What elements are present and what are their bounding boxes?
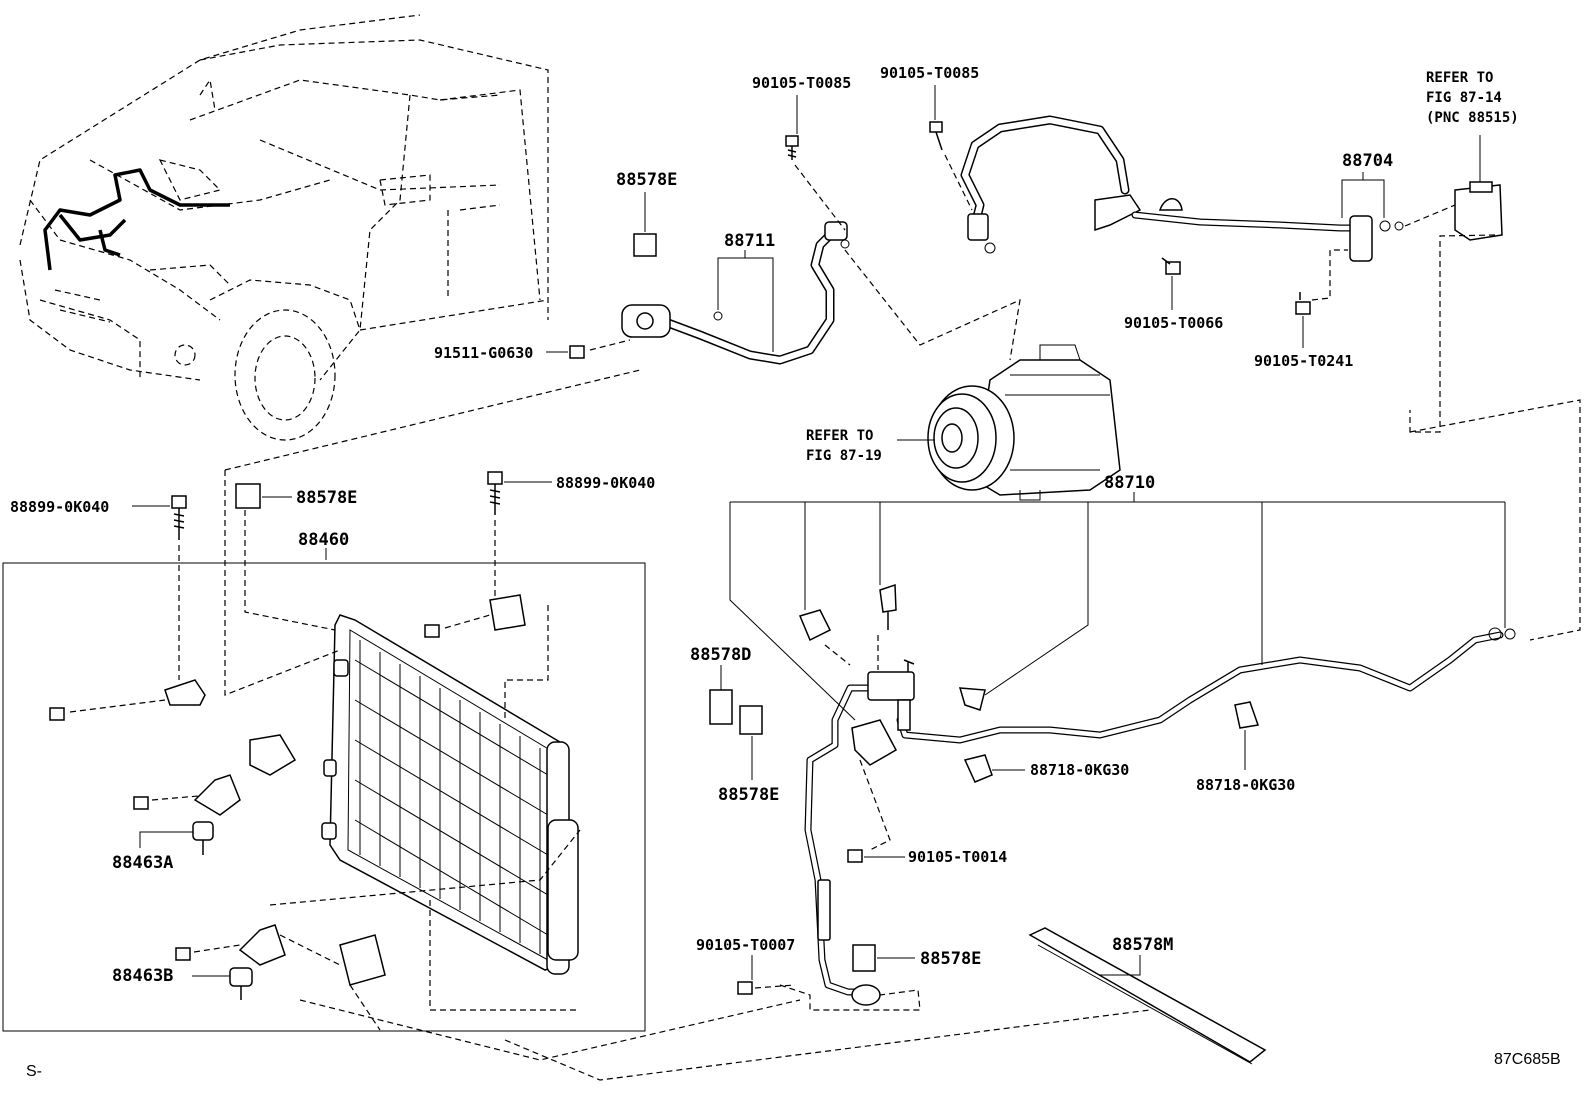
label-bolt-t0007: 90105-T0007 bbox=[696, 936, 795, 954]
label-refer-fig-87-19-2: FIG 87-19 bbox=[806, 448, 882, 464]
suction-hose bbox=[960, 115, 1404, 262]
label-clamp-88718-a: 88718-0KG30 bbox=[1030, 761, 1129, 779]
label-bolt-t0085-b: 90105-T0085 bbox=[880, 64, 979, 82]
label-condenser-88460: 88460 bbox=[298, 530, 349, 550]
label-cushion-88578d: 88578D bbox=[690, 645, 751, 665]
corner-code-right: 87C685B bbox=[1494, 1051, 1561, 1068]
discharge-hose-88711 bbox=[621, 221, 850, 365]
condenser-assembly-frame bbox=[2, 548, 646, 1032]
bolt-t0014-icon bbox=[847, 849, 905, 863]
label-refer-fig-87-14-3: (PNC 88515) bbox=[1426, 110, 1519, 126]
cushion-88578e-low-icon bbox=[739, 705, 763, 780]
label-bolt-t0014: 90105-T0014 bbox=[908, 848, 1007, 866]
label-bracket-88463b: 88463B bbox=[112, 966, 173, 986]
label-refer-fig-87-19-1: REFER TO bbox=[806, 428, 873, 444]
label-rail-88578m: 88578M bbox=[1112, 935, 1173, 955]
label-cushion-88578e-mid: 88578E bbox=[296, 488, 357, 508]
label-bolt-88899-left: 88899-0K040 bbox=[10, 498, 109, 516]
label-clamp-88718-b: 88718-0KG30 bbox=[1196, 776, 1295, 794]
label-bolt-88899-right: 88899-0K040 bbox=[556, 474, 655, 492]
label-refer-fig-87-14-2: FIG 87-14 bbox=[1426, 90, 1502, 106]
bolt-88899-left-icon bbox=[132, 495, 187, 680]
condenser-core bbox=[321, 614, 579, 975]
bolts-condenser bbox=[49, 339, 631, 961]
expansion-valve bbox=[1404, 135, 1581, 641]
label-cushion-88578e-top: 88578E bbox=[616, 170, 677, 190]
cushion-88578d-icon bbox=[709, 665, 733, 725]
label-tube-88704: 88704 bbox=[1342, 151, 1393, 171]
part-labels: 90105-T0085 90105-T0085 REFER TO FIG 87-… bbox=[10, 64, 1561, 1080]
rail-88578m-icon bbox=[1028, 927, 1267, 1065]
tube-88710-callout bbox=[729, 492, 1506, 721]
label-tube-88710: 88710 bbox=[1104, 473, 1155, 493]
corner-code-left: S- bbox=[26, 1063, 42, 1080]
label-bracket-88463a: 88463A bbox=[112, 853, 173, 873]
bracket-88463b-icon bbox=[192, 924, 286, 1000]
condenser-dash-lines bbox=[224, 369, 1151, 1081]
label-cushion-88578e-low: 88578E bbox=[718, 785, 779, 805]
clamps-88718 bbox=[992, 730, 1246, 771]
bolt-t0241-icon bbox=[1295, 249, 1348, 348]
condenser-brackets bbox=[164, 594, 526, 986]
liquid-tube-88710 bbox=[798, 583, 1516, 1006]
label-bolt-t0241: 90105-T0241 bbox=[1254, 352, 1353, 370]
hose-88711-callout bbox=[717, 250, 774, 352]
vehicle-sketch bbox=[19, 14, 549, 441]
bolt-t0085-a-icon bbox=[785, 95, 799, 160]
label-refer-fig-87-14-1: REFER TO bbox=[1426, 70, 1493, 86]
label-cushion-88578e-bottom: 88578E bbox=[920, 949, 981, 969]
bracket-88463a-icon bbox=[139, 774, 241, 855]
compressor bbox=[897, 344, 1121, 501]
cushion-88578e-top-icon bbox=[633, 192, 657, 257]
cushion-88578e-mid-icon bbox=[235, 483, 292, 509]
bolt-t0066-icon bbox=[1161, 257, 1181, 310]
label-bolt-t0066: 90105-T0066 bbox=[1124, 314, 1223, 332]
tube-dash-lines bbox=[779, 635, 921, 1011]
label-bolt-t0085-a: 90105-T0085 bbox=[752, 74, 851, 92]
bolt-88899-right-icon bbox=[487, 471, 552, 600]
cushion-88578e-bottom-icon bbox=[852, 944, 915, 972]
tube-88704-callout bbox=[1341, 172, 1385, 218]
label-hose-88711: 88711 bbox=[724, 231, 775, 251]
bolt-t0007-icon bbox=[737, 955, 796, 995]
label-bolt-91511-g0630: 91511-G0630 bbox=[434, 344, 533, 362]
bolt-t0085-b-icon bbox=[929, 85, 943, 151]
